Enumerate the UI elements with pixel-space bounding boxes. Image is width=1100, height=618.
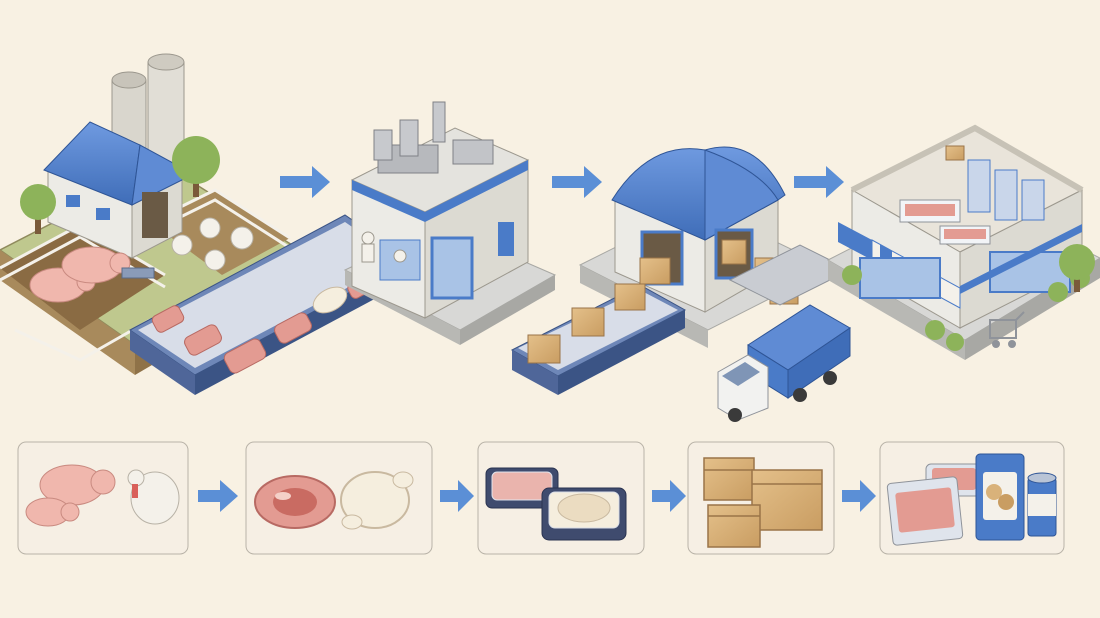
flow-arrow-7	[842, 480, 876, 512]
meat-cut-icon	[255, 476, 335, 528]
flow-arrow-4	[198, 480, 238, 512]
flow-arrow-6	[652, 480, 686, 512]
flow-arrow-3	[794, 166, 844, 198]
feed-trough	[122, 268, 154, 278]
flow-arrow-5	[440, 480, 474, 512]
panel-shipping-boxes	[688, 442, 834, 554]
flow-arrow-2	[552, 166, 602, 198]
processing-plant-stage	[345, 102, 555, 345]
panel-packaged-trays	[478, 442, 644, 554]
panel-live-animals	[18, 442, 188, 554]
panel-retail-products	[880, 442, 1064, 554]
flow-arrow-1	[280, 166, 330, 198]
retail-store-stage	[828, 128, 1100, 360]
panel-raw-cuts	[246, 442, 432, 554]
delivery-truck-icon	[718, 305, 850, 422]
